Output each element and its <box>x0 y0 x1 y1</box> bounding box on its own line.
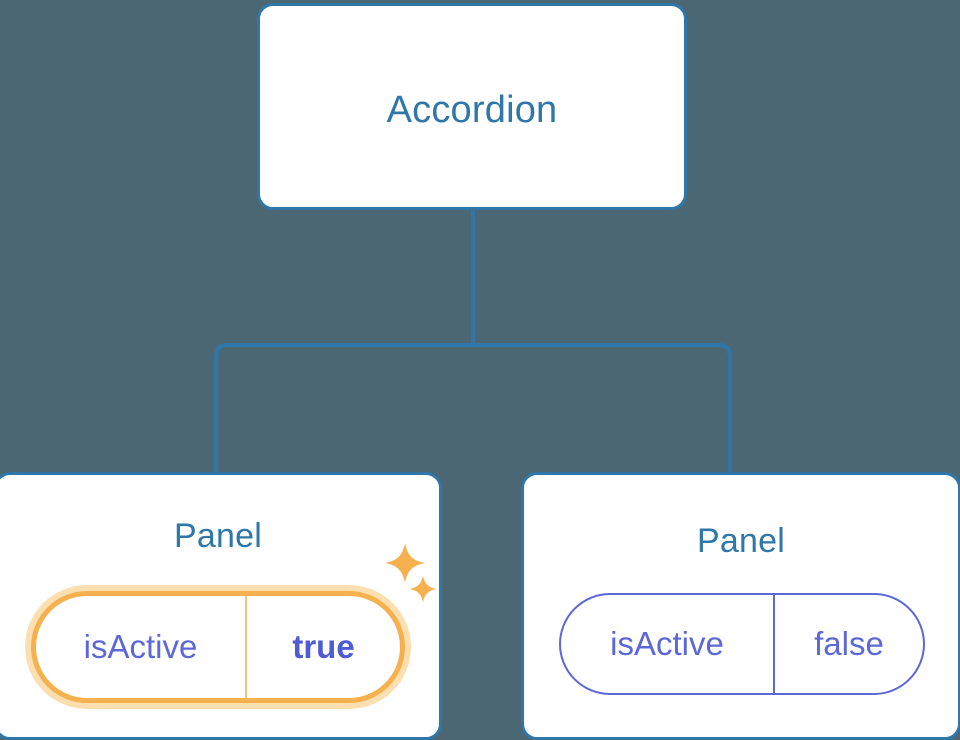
sparkle-icon <box>408 574 438 604</box>
prop-value: false <box>814 625 884 662</box>
prop-key: isActive <box>36 596 247 698</box>
node-accordion-title: Accordion <box>386 89 558 131</box>
prop-pill-isactive-true[interactable]: isActive true <box>31 591 405 703</box>
prop-key: isActive <box>561 595 775 693</box>
node-panel-right-title: Panel <box>697 522 785 560</box>
node-panel-left-title: Panel <box>174 517 262 555</box>
node-panel-left[interactable]: Panel isActive true <box>0 472 442 740</box>
connector-branch-bar <box>214 343 732 476</box>
prop-value: true <box>292 628 355 665</box>
sparkle-icon <box>383 541 427 585</box>
node-panel-right[interactable]: Panel isActive false <box>521 472 960 740</box>
node-accordion[interactable]: Accordion <box>257 3 687 210</box>
prop-pill-isactive-false[interactable]: isActive false <box>559 593 925 695</box>
